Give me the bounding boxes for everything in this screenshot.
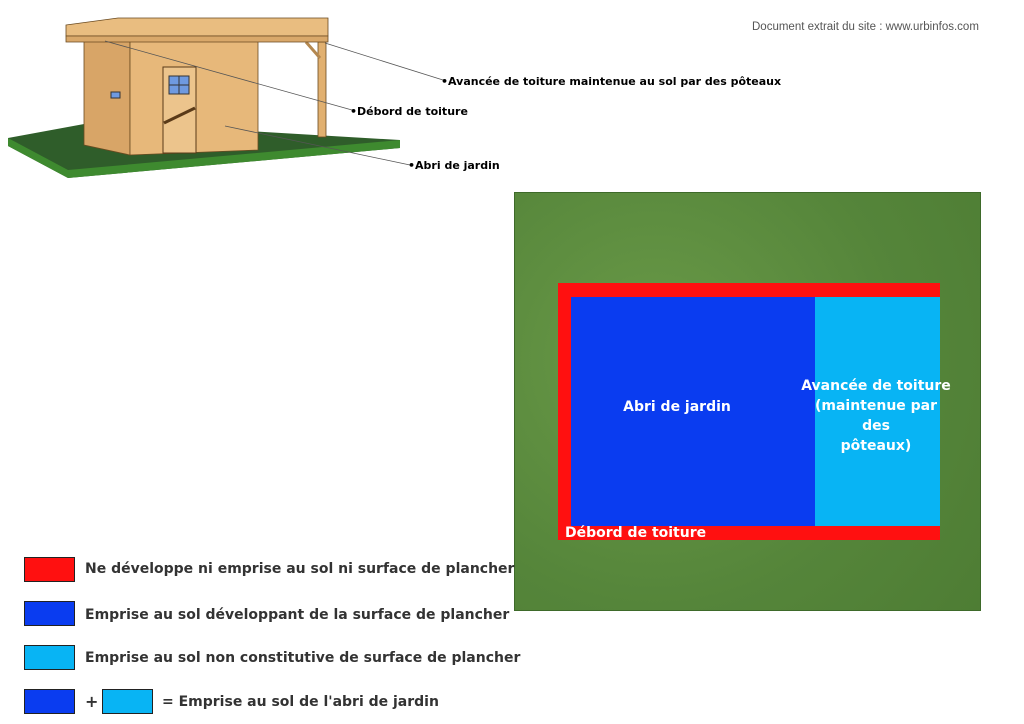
source-note: Document extrait du site : www.urbinfos.… [752,21,979,33]
legend-label-blue: Emprise au sol développant de la surface… [85,607,510,623]
plan-avancee-zone [815,297,940,526]
callout-avancee: •Avancée de toiture maintenue au sol par… [441,75,782,88]
shed-side-wall [83,39,131,156]
legend-label-cyan: Emprise au sol non constitutive de surfa… [85,650,521,666]
legend-sum-label: = Emprise au sol de l'abri de jardin [162,694,439,710]
avancee-line-1: Avancée de toiture [801,378,951,394]
callout-abri: •Abri de jardin [408,159,500,172]
side-window [110,91,121,99]
legend-swatch-cyan [24,645,75,670]
legend-sum-swatch-blue [24,689,75,714]
avancee-line-2: (maintenue par des [814,398,938,434]
callout-debord: •Débord de toiture [350,105,468,118]
plan-abri-label: Abri de jardin [623,399,731,415]
legend-label-red: Ne développe ni emprise au sol ni surfac… [85,561,515,577]
legend-swatch-blue [24,601,75,626]
roof [65,17,329,37]
legend-sum-swatch-cyan [102,689,153,714]
legend-plus: + [85,692,99,711]
avancee-line-3: pôteaux) [840,438,912,454]
plan-debord-label: Débord de toiture [565,525,707,541]
plan-avancee-label: Avancée de toiture (maintenue par des pô… [800,376,952,456]
plan-abri-zone [571,297,815,526]
legend-swatch-red [24,557,75,582]
shed-illustration [8,17,444,178]
